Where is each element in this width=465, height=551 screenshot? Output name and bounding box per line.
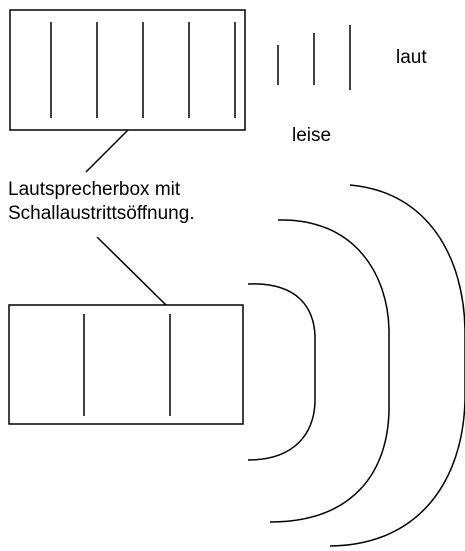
- leader-line-upper: [85, 129, 129, 173]
- speaker-box-bottom: [8, 304, 244, 425]
- sound-intensity-bars: [277, 25, 351, 90]
- speaker-box-top-frame: [9, 9, 246, 131]
- loud-label: laut: [396, 47, 427, 68]
- speaker-box-label-line2: Schallaustrittsöffnung.: [8, 203, 195, 224]
- sound-wave-outer: [329, 184, 465, 547]
- sound-wave-inner: [247, 283, 316, 461]
- speaker-box-bottom-frame: [8, 304, 244, 425]
- sound-wave-middle: [269, 219, 390, 523]
- speaker-box-label-line1: Lautsprecherbox mit: [8, 179, 181, 200]
- speaker-box-top: [9, 9, 246, 131]
- sound-waves: [247, 184, 465, 547]
- quiet-label: leise: [292, 125, 332, 146]
- leader-line-lower: [96, 236, 167, 306]
